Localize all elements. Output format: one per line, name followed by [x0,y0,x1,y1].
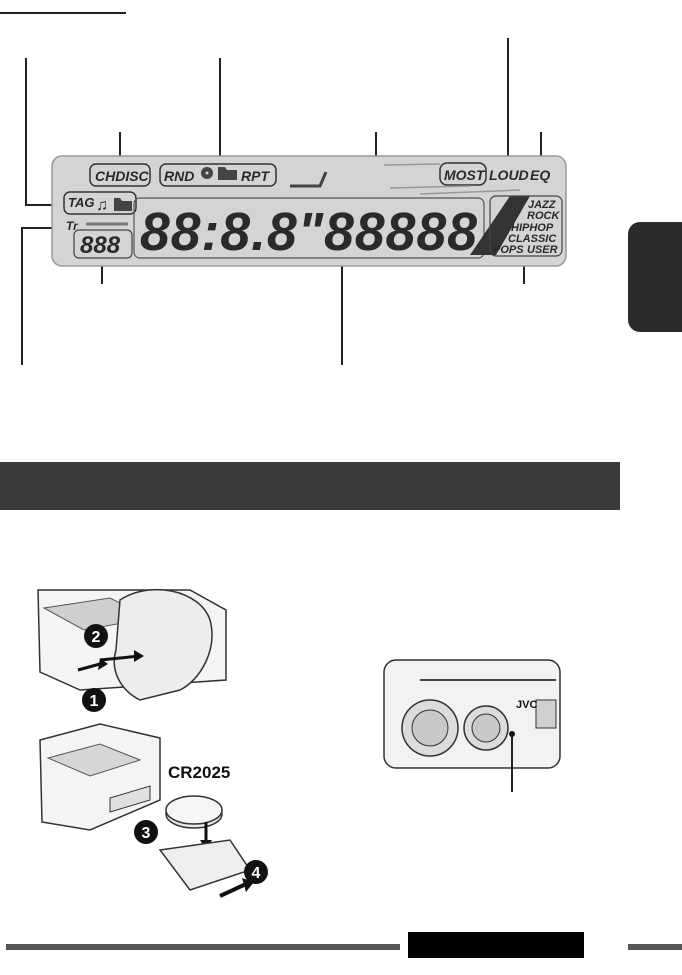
footer-box [408,932,584,958]
folder-icon [218,167,237,180]
tr-label: Tr [66,219,79,233]
music-note-icon: ♫ [96,197,108,214]
step-marker-4: 4 [244,860,268,884]
tag-folder-icon [114,198,132,211]
user-label: USER [527,244,558,256]
tag-label: TAG [68,195,94,210]
lcd-display-diagram: CHDISC RND RPT MOST LOUD EQ TAG ♫ Tr 888… [21,38,567,365]
remote-bottom-illustration [39,723,161,831]
main-digit-frame [133,197,485,259]
battery-diagram: 2 1 CR2025 3 4 JVC [37,588,561,898]
step-marker-3: 3 [134,820,158,844]
hand-illustration [113,588,213,701]
section-heading-bar [0,462,620,510]
decor-lines [383,163,521,195]
track-digits: 888 [80,232,121,259]
rnd-label: RND [164,168,194,184]
step-marker-1: 1 [82,688,106,712]
rnd-rpt-frame [159,163,277,187]
jazz-label: JAZZ [528,199,557,211]
main-digits: 88:8.8"88888 [140,202,478,262]
svg-text:1: 1 [90,693,99,710]
loud-label: LOUD [489,167,529,183]
step-marker-2: 2 [84,624,108,648]
bar-segment [290,171,328,188]
chapter-tab [628,222,682,332]
tag-frame [63,191,137,215]
lcd-panel [51,155,567,267]
most-frame [439,162,487,186]
svg-text:3: 3 [142,825,151,842]
footer-stub [628,944,682,950]
rpt-label: RPT [241,168,270,184]
battery-type-label: CR2025 [168,763,230,782]
battery-holder [158,839,252,891]
press-arrow [99,654,141,662]
brand-logo: JVC [516,699,537,711]
head-unit-illustration [383,659,561,792]
track-frame [73,229,133,259]
header-rule [0,12,126,14]
svg-text:4: 4 [252,865,261,882]
hiphop-label: HIPHOP [511,222,554,234]
slash-graphic [470,196,530,255]
footer-rule [6,944,400,950]
chdisc-label: CHDISC [95,168,150,184]
chdisc-frame [89,163,151,187]
sound-mode-frame [489,195,563,257]
svg-text:2: 2 [92,629,101,646]
pops-label: POPS [493,244,524,256]
rock-label: ROCK [527,210,560,222]
remote-top-illustration [37,588,227,701]
battery-cell-illustration [158,795,254,898]
classic-label: CLASSIC [508,233,557,245]
eq-label: EQ [530,167,550,183]
most-label: MOST [444,167,486,183]
